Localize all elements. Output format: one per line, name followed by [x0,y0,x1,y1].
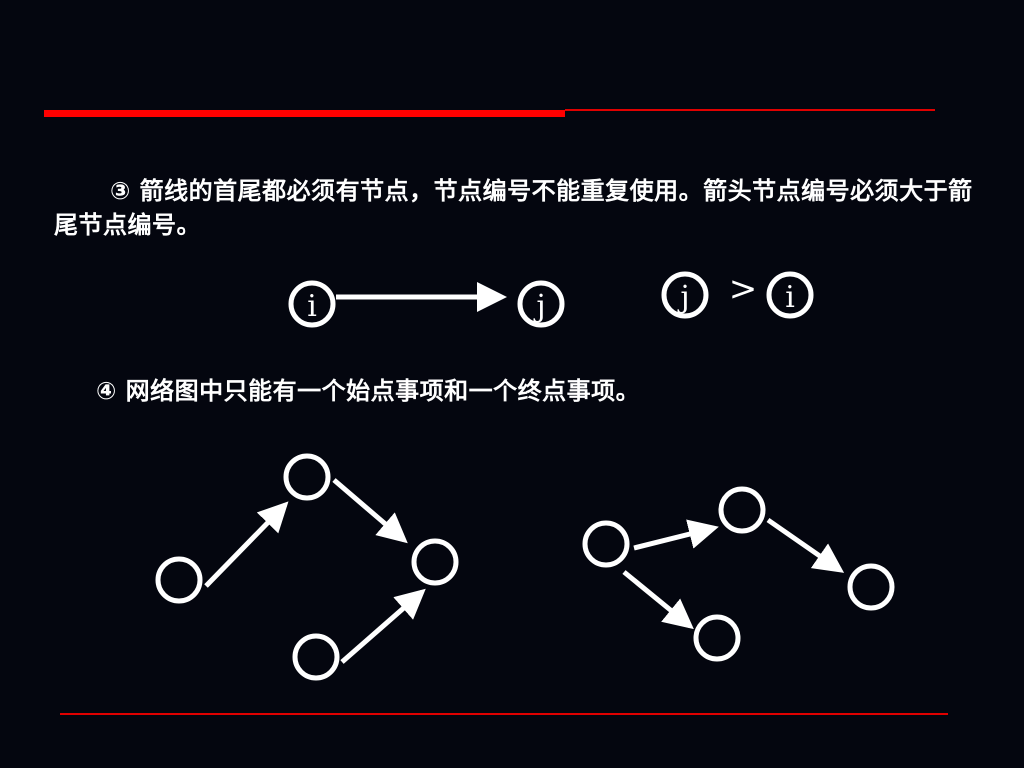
network-diagram-left [155,453,459,681]
top-divider-thick [44,110,565,117]
right-node-bottom [693,614,741,662]
top-divider-thin [565,109,935,111]
right-node-start [582,520,630,568]
node-j-label: j [533,289,545,324]
right-edge-start-to-bottom [622,570,694,630]
left-node-end [411,538,459,586]
node-j-compare [661,271,709,319]
compare-left-label: j [677,280,689,315]
left-edge-top-to-end [332,478,408,544]
example-j-greater-than-i: j > i [661,269,814,319]
left-node-start [155,556,203,604]
network-diagram-right [582,486,895,662]
right-node-top [718,486,766,534]
example-i-to-j: i j [288,280,565,328]
rule-4-text: ④ 网络图中只能有一个始点事项和一个终点事项。 [96,377,641,405]
left-edge-bottom-to-end [340,588,426,664]
left-node-bottom [292,633,340,681]
right-edge-start-to-top [633,519,719,551]
right-edge-top-to-end [766,517,845,573]
node-i-compare [766,271,814,319]
bottom-divider [60,713,948,715]
rule-3-text: ③ 箭线的首尾都必须有节点，节点编号不能重复使用。箭头节点编号必须大于箭尾节点编… [54,177,973,239]
compare-right-label: i [785,280,795,315]
node-j [517,280,565,328]
node-i [288,280,336,328]
right-node-end [847,563,895,611]
left-node-top [283,453,331,501]
left-edge-start-to-top [204,501,289,588]
greater-than-sign: > [729,269,758,309]
node-i-label: i [307,289,317,324]
